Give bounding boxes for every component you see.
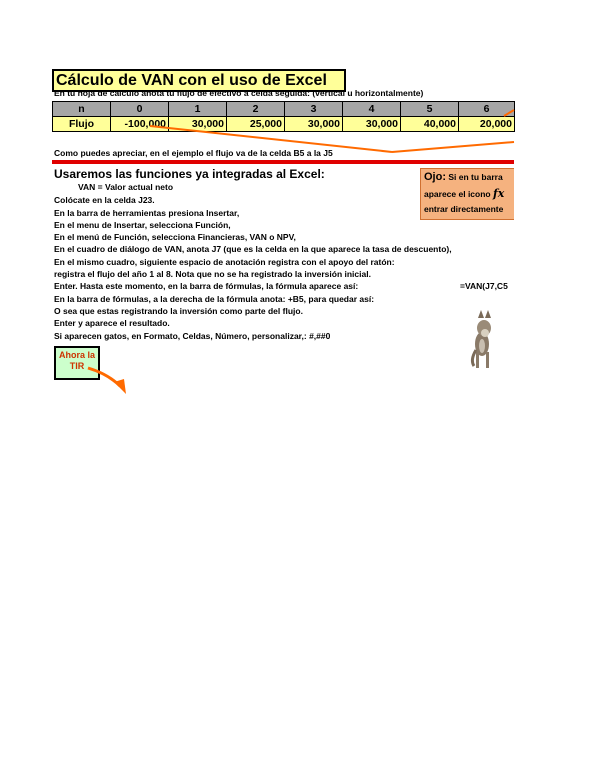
step-text: En el menu de Insertar, selecciona Funci…	[54, 220, 231, 230]
table-cell-label[interactable]: Flujo	[52, 116, 111, 132]
example-note: Como puedes apreciar, en el ejemplo el f…	[54, 148, 333, 158]
van-definition: VAN = Valor actual neto	[78, 182, 174, 192]
table-cell[interactable]: 30,000	[342, 116, 401, 132]
table-cell[interactable]: 20,000	[458, 116, 515, 132]
table-cell[interactable]: 30,000	[284, 116, 343, 132]
cash-flow-table: n 0 1 2 3 4 5 6 Flujo -100,000 30,000 25…	[52, 101, 515, 132]
step-text: En el mismo cuadro, siguiente espacio de…	[54, 257, 395, 267]
step-text: Enter y aparece el resultado.	[54, 318, 170, 328]
ojo-line-2: aparece el icono fx	[424, 187, 514, 200]
step-text: En la barra de herramientas presiona Ins…	[54, 208, 240, 218]
ojo-line-1: Ojo: Si en tu barra	[424, 171, 514, 183]
section-heading: Usaremos las funciones ya integradas al …	[54, 167, 325, 181]
table-cell[interactable]: 25,000	[226, 116, 285, 132]
table-header-cell[interactable]: 2	[226, 101, 285, 117]
ojo-label: Ojo:	[424, 171, 446, 183]
subtitle: En tu hoja de cálculo anota tu flujo de …	[54, 88, 424, 98]
table-cell[interactable]: 40,000	[400, 116, 459, 132]
step-text: En la barra de fórmulas, a la derecha de…	[54, 294, 375, 304]
table-header-cell[interactable]: 3	[284, 101, 343, 117]
fx-icon: fx	[493, 187, 505, 200]
step-text: Colócate en la celda J23.	[54, 195, 155, 205]
arrow-line	[149, 125, 393, 153]
step-text: Enter. Hasta este momento, en la barra d…	[54, 281, 359, 291]
step-text: En el cuadro de diálogo de VAN, anota J7…	[54, 244, 452, 254]
step-text: Si aparecen gatos, en Formato, Celdas, N…	[54, 331, 331, 341]
step-text: registra el flujo del año 1 al 8. Nota q…	[54, 269, 371, 279]
tir-link-button[interactable]: Ahora la TIR	[54, 346, 100, 380]
formula-display: =VAN(J7,C5	[460, 281, 508, 291]
step-text: O sea que estas registrando la inversión…	[54, 306, 303, 316]
ojo-note-box: Ojo: Si en tu barra aparece el icono fx …	[420, 168, 514, 220]
arrow-icon	[87, 366, 126, 394]
arrow-line	[391, 141, 515, 153]
table-header-cell[interactable]: 6	[458, 101, 515, 117]
table-header-cell[interactable]: 5	[400, 101, 459, 117]
ojo-text: Si en tu barra	[448, 172, 503, 182]
step-text: En el menú de Función, selecciona Financ…	[54, 232, 296, 242]
table-header-cell[interactable]: n	[52, 101, 111, 117]
divider	[52, 160, 514, 164]
arrow-line	[503, 109, 515, 117]
ojo-text: entrar directamente	[424, 204, 504, 214]
wolf-image	[470, 310, 491, 368]
page-title: Cálculo de VAN con el uso de Excel	[52, 69, 346, 92]
ojo-text: aparece el icono	[424, 189, 491, 199]
